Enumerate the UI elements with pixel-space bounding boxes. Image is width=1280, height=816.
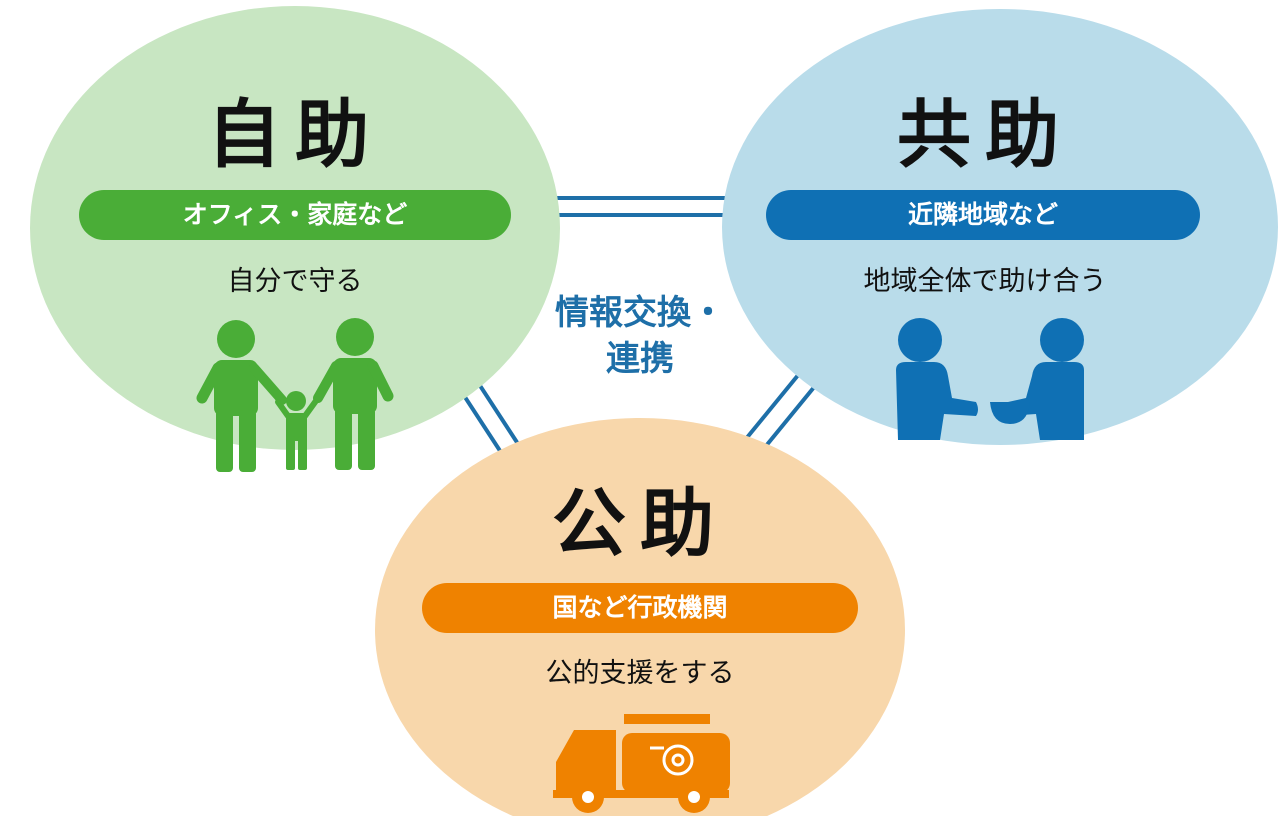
kyojo-title: 共助 [897, 92, 1073, 178]
kojo-title: 公助 [552, 481, 728, 567]
fire-truck-icon [553, 714, 730, 813]
family-icon [196, 318, 394, 472]
kojo-tag: 国など行政機関 [422, 583, 858, 633]
kyojo-tag: 近隣地域など [766, 190, 1200, 240]
kojo-desc: 公的支援をする [545, 658, 735, 689]
jijo-desc: 自分で守る [227, 266, 363, 297]
center-label-line1: 情報交換・ [555, 293, 725, 333]
center-label-line2: 連携 [606, 339, 674, 379]
connector-jijo-kyojo [552, 196, 730, 217]
jijo-tag: オフィス・家庭など [79, 190, 511, 240]
neighbors-sharing-icon [896, 318, 1084, 440]
jijo-title: 自助 [207, 92, 383, 178]
kyojo-desc: 地域全体で助け合う [863, 266, 1107, 297]
